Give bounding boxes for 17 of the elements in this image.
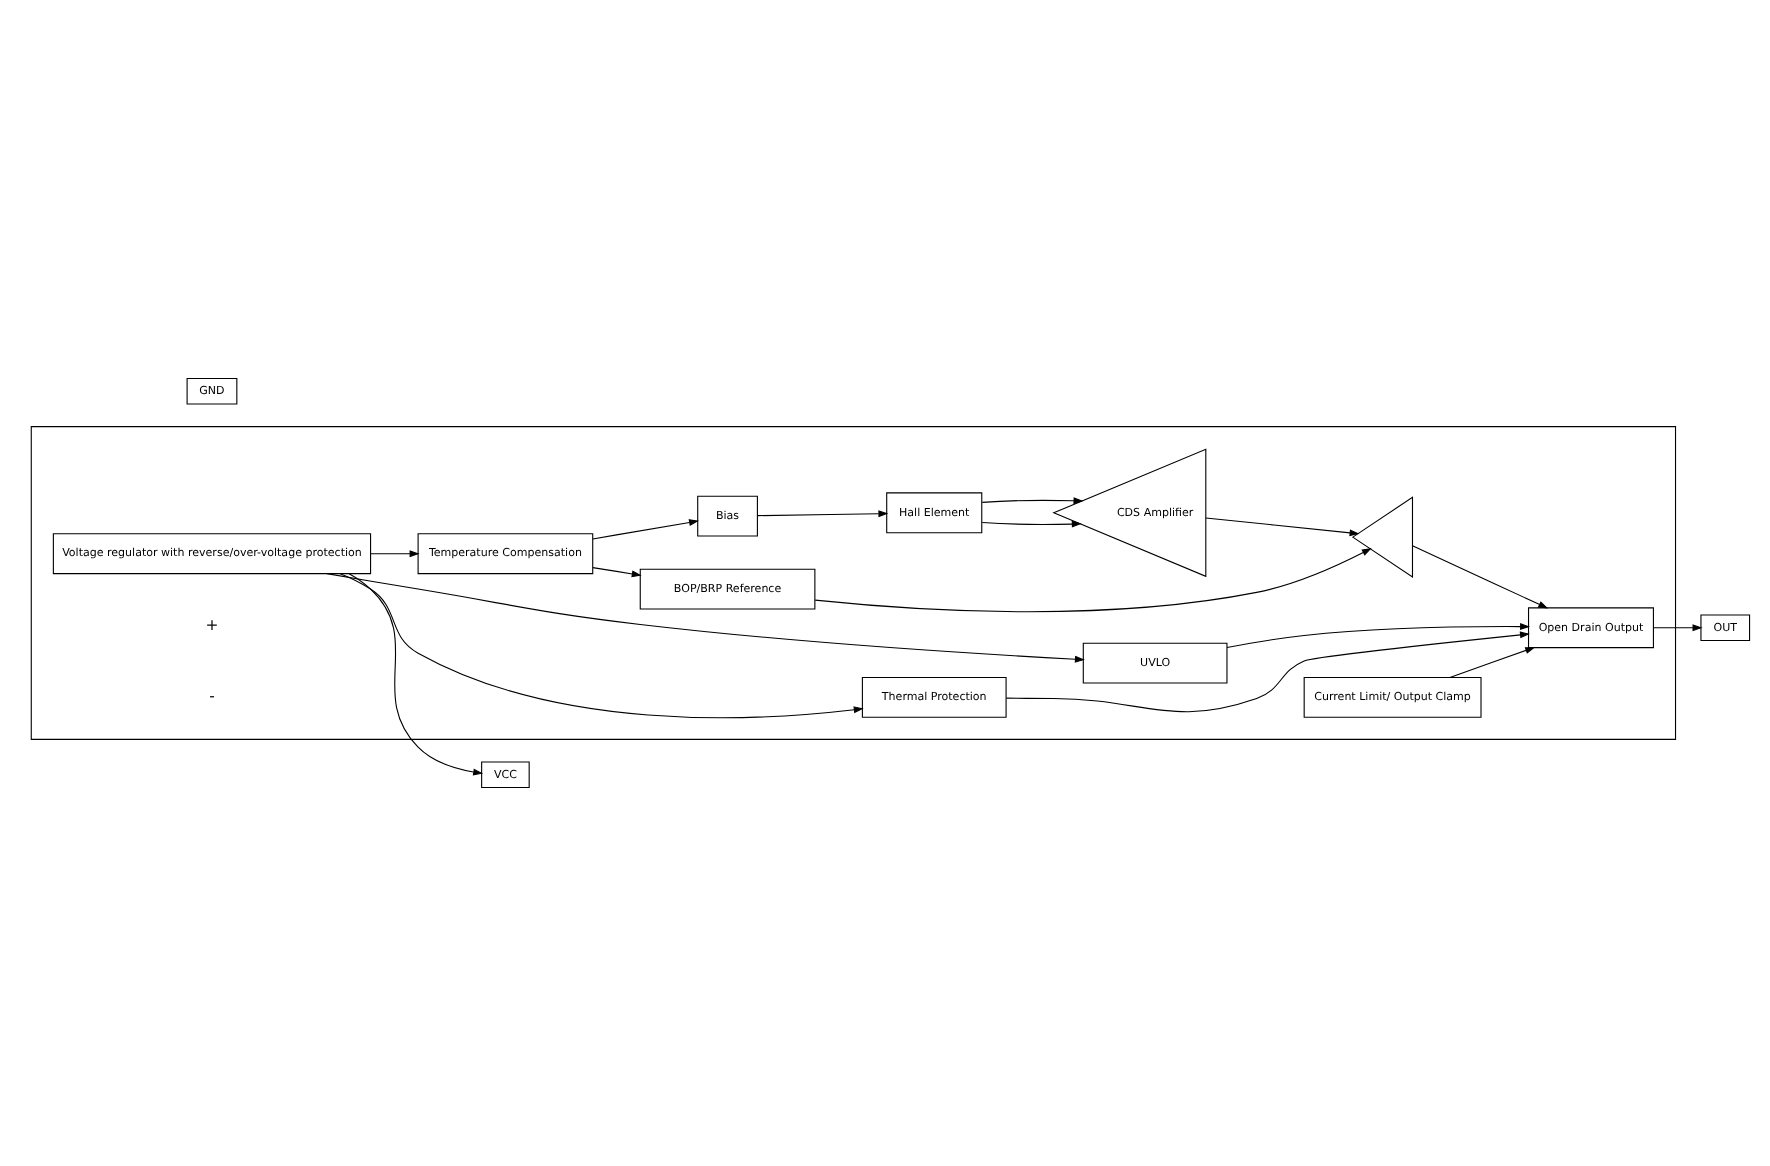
- arrow: [1004, 631, 1529, 713]
- arrow: [347, 573, 483, 776]
- arrow: [1651, 624, 1702, 632]
- arrow: [980, 497, 1083, 505]
- arrow: [325, 573, 1084, 663]
- arrow: [1225, 623, 1530, 649]
- arrow: [980, 520, 1081, 528]
- arrow: [369, 550, 419, 558]
- arrow: [1448, 647, 1535, 678]
- cluster: [29, 426, 1676, 740]
- arrow: [1410, 545, 1548, 609]
- arrow: [338, 573, 863, 719]
- arrow: [755, 510, 888, 518]
- arrow: [591, 567, 641, 578]
- arrow: [813, 548, 1371, 613]
- arrow: [1204, 517, 1359, 537]
- arrow: [591, 519, 698, 540]
